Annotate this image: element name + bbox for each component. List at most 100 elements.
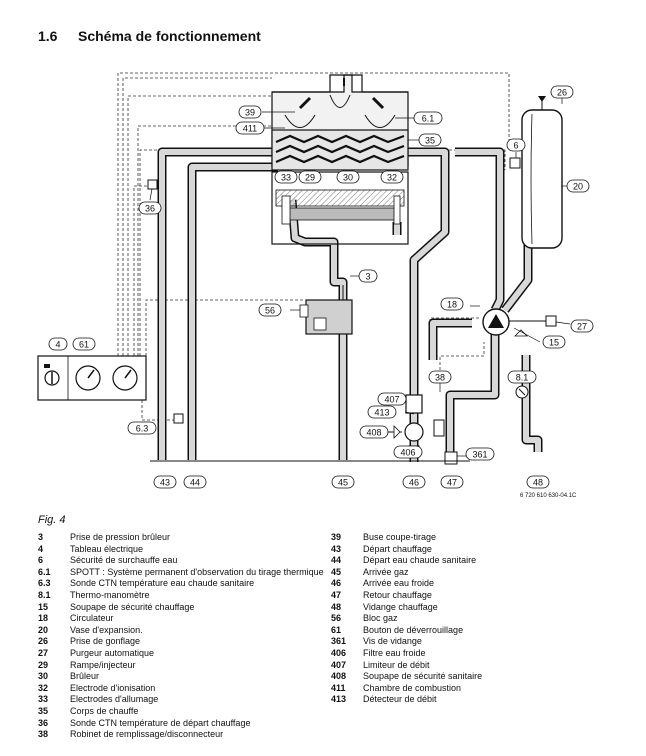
callout-label: 47 [447, 478, 457, 488]
legend-description: Vase d'expansion. [70, 624, 143, 635]
flue-arrow-right-icon [371, 96, 385, 110]
callout-45: 45 [331, 475, 355, 489]
callout-label: 27 [577, 322, 587, 332]
legend-description: Electrodes d'allumage [70, 694, 159, 705]
legend-item: 33 Electrodes d'allumage [38, 694, 338, 706]
legend-description: Détecteur de débit [363, 694, 437, 705]
callout-label: 44 [190, 478, 200, 488]
boiler-diagram: 3466.16.38.11518202627293032333536383943… [37, 72, 594, 499]
callout-33: 33 [274, 170, 298, 184]
legend-code: 32 [38, 682, 49, 693]
callout-label: 45 [338, 478, 348, 488]
legend-code: 30 [38, 671, 49, 682]
callout-15: 15 [542, 335, 566, 349]
legend-code: 44 [331, 555, 342, 566]
callout-48: 48 [526, 475, 550, 489]
callout-label: 30 [343, 173, 353, 183]
legend-description: Prise de gonflage [70, 636, 141, 647]
callout-39: 39 [238, 105, 262, 119]
legend-description: Retour chauffage [363, 589, 432, 600]
section-number: 1.6 [38, 28, 58, 44]
callout-27: 27 [570, 319, 594, 333]
legend-code: 407 [331, 659, 347, 670]
callout-label: 6.3 [136, 424, 149, 434]
callout-44: 44 [183, 475, 207, 489]
legend-code: 29 [38, 659, 49, 670]
legend-description: Soupape de sécurité chauffage [70, 601, 195, 612]
pipework [157, 147, 543, 462]
legend-code: 26 [38, 636, 49, 647]
legend-description: Bouton de déverrouillage [363, 624, 464, 635]
callout-label: 18 [447, 300, 457, 310]
legend-description: Sécurité de surchauffe eau [70, 555, 178, 566]
callout-18: 18 [440, 297, 464, 311]
legend-code: 46 [331, 578, 342, 589]
legend-description: Purgeur automatique [70, 647, 155, 658]
callout-label: 408 [366, 428, 381, 438]
legend-code: 3 [38, 532, 44, 542]
legend-code: 408 [331, 671, 347, 682]
legend-item: 30 Brûleur [38, 671, 338, 683]
callout-43: 43 [153, 475, 177, 489]
legend-code: 20 [38, 624, 49, 635]
legend-description: Thermo-manomètre [70, 589, 150, 600]
callout-4: 4 [48, 337, 68, 351]
legend-description: Brûleur [70, 671, 100, 682]
callout-408: 408 [359, 425, 389, 439]
callout-label: 36 [145, 204, 155, 214]
section-heading: Schéma de fonctionnement [78, 28, 261, 44]
legend-code: 48 [331, 601, 342, 612]
legend-description: Départ chauffage [363, 543, 432, 554]
legend-description: Limiteur de débit [363, 659, 430, 670]
callout-label: 38 [435, 373, 445, 383]
callout-label: 35 [425, 136, 435, 146]
auto-purger-icon [545, 315, 557, 327]
callout-label: 406 [400, 448, 415, 458]
legend-item: 20 Vase d'expansion. [38, 625, 338, 637]
callout-411: 411 [235, 121, 265, 135]
control-panel [37, 355, 147, 401]
legend-description: Buse coupe-tirage [363, 532, 437, 542]
legend-description: Soupape de sécurité sanitaire [363, 671, 483, 682]
legend-item: 43 Départ chauffage [331, 544, 631, 556]
callout-label: 48 [533, 478, 543, 488]
callout-label: 46 [409, 478, 419, 488]
callout-label: 361 [472, 450, 487, 460]
legend-description: Circulateur [70, 613, 114, 624]
legend-code: 6.1 [38, 566, 51, 577]
legend-description: Electrode d'ionisation [70, 682, 156, 693]
legend-code: 27 [38, 647, 49, 658]
legend-description: Sonde CTN température eau chaude sanitai… [70, 578, 255, 589]
callout-47: 47 [440, 475, 464, 489]
legend-item: 408 Soupape de sécurité sanitaire [331, 671, 631, 683]
callout-413: 413 [367, 405, 397, 419]
callout-label: 56 [265, 306, 275, 316]
callout-label: 29 [305, 173, 315, 183]
callout-label: 43 [160, 478, 170, 488]
legend-description: Robinet de remplissage/disconnecteur [70, 729, 224, 740]
legend-code: 43 [331, 543, 342, 554]
flue-arrow-left-icon [298, 96, 312, 110]
legend-code: 18 [38, 613, 49, 624]
legend-description: Chambre de combustion [363, 682, 462, 693]
callout-label: 20 [573, 182, 583, 192]
inflation-valve-icon [538, 96, 546, 102]
figure-caption: Fig. 4 [38, 514, 66, 526]
legend-code: 33 [38, 694, 49, 705]
callout-label: 6.1 [422, 114, 435, 124]
callout-38: 38 [428, 370, 452, 384]
legend-code: 406 [331, 647, 347, 658]
callout-label: 26 [557, 88, 567, 98]
